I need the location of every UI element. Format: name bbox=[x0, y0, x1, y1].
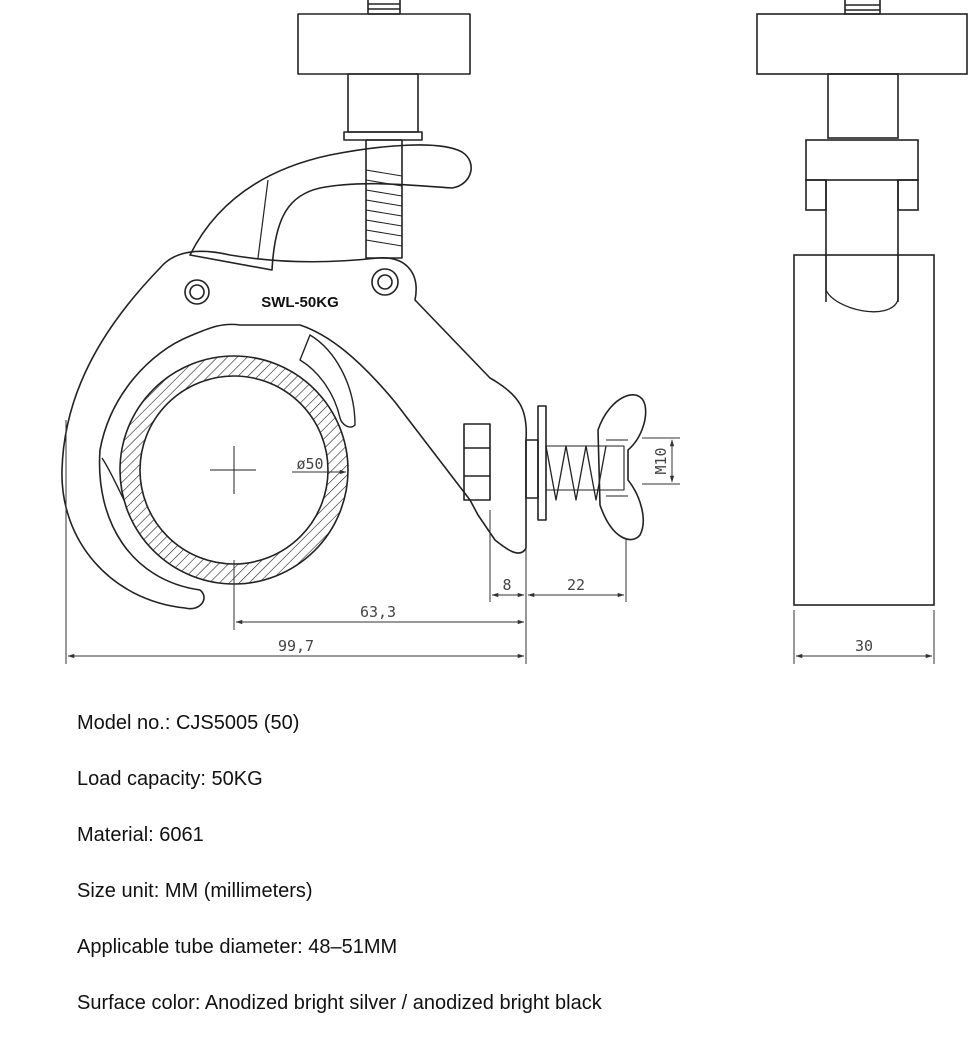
front-view bbox=[61, 0, 647, 610]
wingnut-offset-label: 22 bbox=[567, 576, 585, 594]
spec-list: Model no.: CJS5005 (50) Load capacity: 5… bbox=[77, 700, 602, 1036]
dimensions bbox=[65, 420, 935, 664]
overall-width-label: 99,7 bbox=[278, 637, 314, 655]
spec-model: Model no.: CJS5005 (50) bbox=[77, 712, 300, 734]
side-view bbox=[756, 0, 968, 606]
spec-surface-color: Surface color: Anodized bright silver / … bbox=[77, 992, 602, 1014]
thread-size-label: M10 bbox=[652, 447, 670, 474]
spec-material: Material: 6061 bbox=[77, 824, 204, 846]
upper-jaw bbox=[189, 144, 472, 271]
spec-size-unit: Size unit: MM (millimeters) bbox=[77, 880, 313, 902]
washer-offset-label: 8 bbox=[502, 576, 511, 594]
side-width-label: 30 bbox=[855, 637, 873, 655]
technical-drawing: SWL-50KG ø50 M10 8 22 63,3 99,7 30 bbox=[61, 0, 968, 664]
spec-tube-diameter: Applicable tube diameter: 48–51MM bbox=[77, 936, 398, 958]
top-knob bbox=[297, 0, 471, 141]
spec-load-capacity: Load capacity: 50KG bbox=[77, 768, 263, 790]
bolt-assembly bbox=[463, 394, 647, 541]
threaded-rod bbox=[365, 139, 403, 259]
clamp-body bbox=[61, 250, 528, 610]
center-to-bolt-label: 63,3 bbox=[360, 603, 396, 621]
swl-engraving: SWL-50KG bbox=[261, 294, 339, 311]
tube-diameter-label: ø50 bbox=[296, 455, 323, 473]
